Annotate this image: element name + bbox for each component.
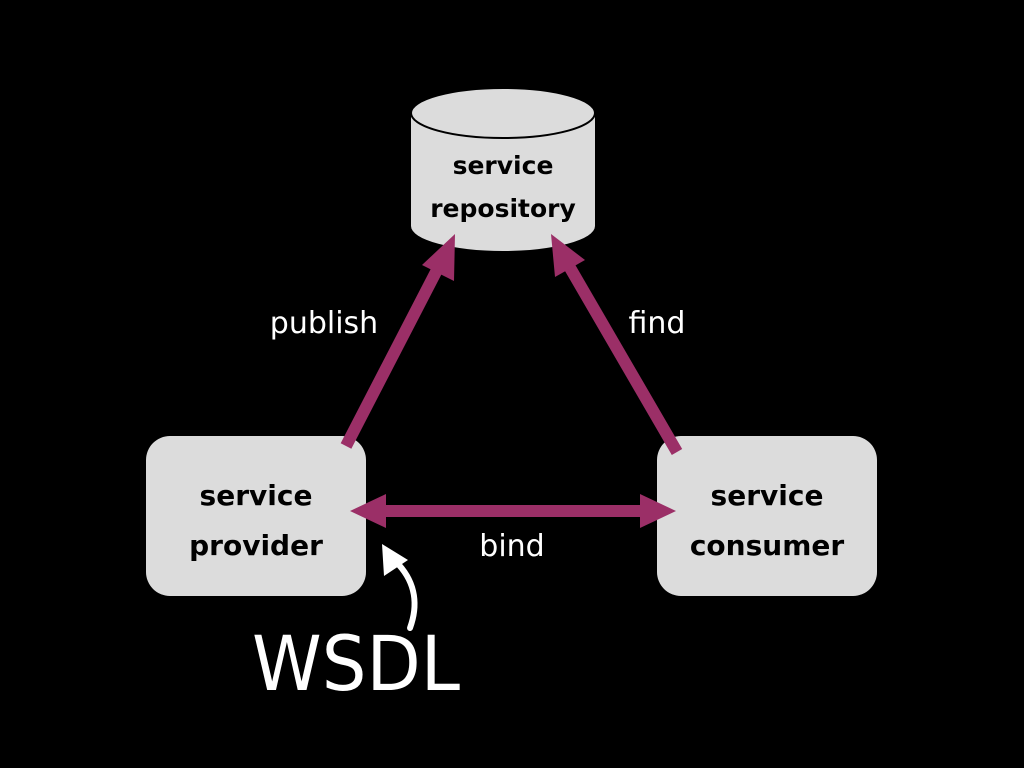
service-provider-node: service provider bbox=[146, 436, 366, 596]
find-arrowhead-icon bbox=[551, 234, 585, 277]
find-arrow bbox=[551, 234, 683, 456]
wsdl-annotation: WSDL bbox=[252, 544, 460, 708]
bind-arrowhead-right-icon bbox=[640, 494, 676, 528]
consumer-label-line2: consumer bbox=[690, 529, 845, 562]
repository-cylinder-body bbox=[411, 113, 595, 251]
publish-arrow-shaft bbox=[340, 265, 444, 449]
wsdl-label: WSDL bbox=[252, 619, 460, 708]
bind-arrow bbox=[350, 494, 676, 528]
bind-arrowhead-left-icon bbox=[350, 494, 386, 528]
consumer-box bbox=[657, 436, 877, 596]
repository-label-line1: service bbox=[453, 151, 554, 180]
curved-arrow-icon bbox=[396, 562, 418, 631]
find-arrow-shaft bbox=[563, 262, 683, 456]
publish-arrow bbox=[340, 234, 455, 449]
service-repository-node: service repository bbox=[410, 87, 596, 251]
provider-label-line1: service bbox=[200, 479, 313, 512]
bind-label: bind bbox=[479, 529, 544, 564]
consumer-label-line1: service bbox=[711, 479, 824, 512]
provider-box bbox=[146, 436, 366, 596]
repository-cylinder-top bbox=[410, 87, 596, 139]
service-consumer-node: service consumer bbox=[657, 436, 877, 596]
curved-arrowhead-icon bbox=[382, 544, 408, 576]
publish-arrowhead-icon bbox=[422, 234, 455, 281]
find-label: find bbox=[629, 306, 686, 341]
provider-label-line2: provider bbox=[189, 529, 323, 562]
repository-label-line2: repository bbox=[430, 194, 576, 223]
publish-label: publish bbox=[270, 306, 378, 341]
